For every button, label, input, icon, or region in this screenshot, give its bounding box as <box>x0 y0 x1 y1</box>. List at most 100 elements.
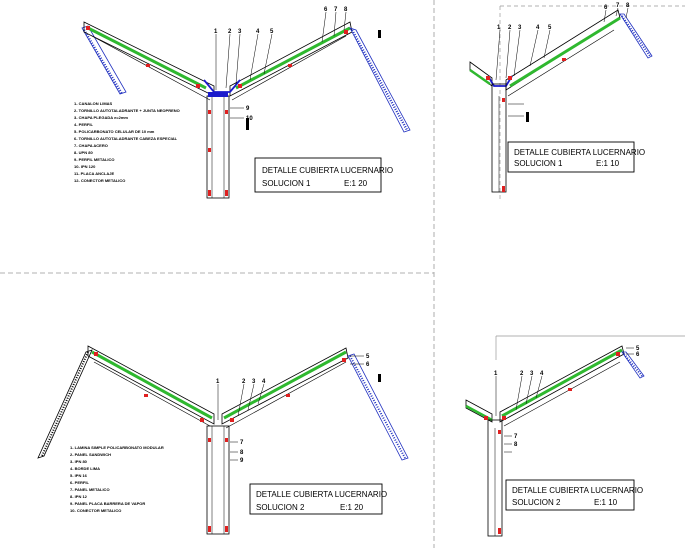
connectors-p3 <box>94 352 346 532</box>
callout-number: 2 <box>242 379 246 385</box>
callout-number: 3 <box>518 25 522 31</box>
rafter-left-inner <box>93 361 211 427</box>
green-panel-left <box>469 68 491 86</box>
legend-item: 8- UPN 80 <box>74 150 93 155</box>
callouts-p1 <box>215 11 347 119</box>
title-line2: SOLUCION 2 <box>256 503 305 512</box>
skylight-left-glazing <box>37 349 93 459</box>
callout-number: 9 <box>246 106 250 112</box>
skylight-left-hatch <box>82 29 124 95</box>
rafter-right-inner <box>507 29 615 97</box>
title-box-p4 <box>505 479 635 511</box>
callout-number: 7 <box>514 434 518 440</box>
section-marker-p3 <box>378 374 381 382</box>
callout-number: 2 <box>508 25 512 31</box>
title-box-p1 <box>254 157 382 193</box>
green-panel-right <box>501 348 623 418</box>
detail-solution-2-scale-20: 1 2 3 4 5 6 7 8 9 1- LAMINA SIMPLE POLIC… <box>37 345 409 535</box>
legend-p3: 1- LAMINA SIMPLE POLICARBONATO MODULAR 2… <box>70 445 164 513</box>
callout-number: 1 <box>494 371 498 377</box>
section-marker-p1b <box>246 118 249 130</box>
title-line1: DETALLE CUBIERTA LUCERNARIO <box>514 148 645 157</box>
callout-number: 2 <box>228 29 232 35</box>
callout-number: 3 <box>530 371 534 377</box>
title-line1: DETALLE CUBIERTA LUCERNARIO <box>512 486 643 495</box>
rafter-left <box>465 399 493 423</box>
callout-number: 8 <box>344 7 348 13</box>
green-panel-left <box>87 26 207 90</box>
legend-item: 9- PERFIL METALICO <box>74 157 115 162</box>
callout-number: 1 <box>497 25 501 31</box>
callouts-p3 <box>217 355 364 461</box>
rafter-right-inner <box>231 35 347 101</box>
connectors-p1 <box>86 26 348 196</box>
section-marker-p1 <box>378 30 381 38</box>
skylight-right-hatch <box>350 29 409 131</box>
green-panel-right <box>223 350 347 420</box>
section-marker-p2 <box>526 112 529 122</box>
legend-item: 9- PANEL PLACA BARRERA DE VAPOR <box>70 501 145 506</box>
rafter-left <box>87 345 215 425</box>
legend-item: 7- CHAPA ACERO <box>74 143 108 148</box>
legend-item: 3- IPN 80 <box>70 459 88 464</box>
skylight-right-glazing <box>621 351 645 379</box>
detail-solution-2-scale-10: 1 2 3 4 5 6 7 8 DETALLE CUBIERTA LUCERNA… <box>465 345 645 537</box>
skylight-right-glazing <box>347 353 409 461</box>
scale-label: E:1 20 <box>340 503 364 512</box>
title-box-p2 <box>507 141 635 173</box>
callout-number: 7 <box>240 440 244 446</box>
callout-number: 2 <box>520 371 524 377</box>
title-line2: SOLUCION 2 <box>512 498 561 507</box>
scale-label: E:1 20 <box>344 179 368 188</box>
legend-item: 12- CONECTOR METALICO <box>74 178 125 183</box>
callout-number: 8 <box>626 3 630 9</box>
legend-item: 6- TORNILLO AUTOTALADRANTE CABEZA ESPECI… <box>74 136 178 141</box>
callout-number: 6 <box>604 5 608 11</box>
rafter-left-inner <box>91 35 211 101</box>
callout-number: 3 <box>252 379 256 385</box>
callout-number: 5 <box>270 29 274 35</box>
detail-solution-1-scale-10: 1 2 3 4 5 6 7 8 DETALLE CUBIERTA LUCERNA… <box>469 3 653 193</box>
rafter-right <box>221 347 349 425</box>
callout-number: 7 <box>334 7 338 13</box>
legend-item: 8- IPN 12 <box>70 494 88 499</box>
legend-item: 1- CANALON LIMAS <box>74 101 113 106</box>
connectors-p4 <box>484 352 620 534</box>
callout-number: 6 <box>636 352 640 358</box>
legend-item: 1- LAMINA SIMPLE POLICARBONATO MODULAR <box>70 445 164 450</box>
callout-number: 10 <box>246 116 253 122</box>
legend-item: 11- PLACA ANCLAJE <box>74 171 114 176</box>
legend-item: 3- CHAPA PLEGADA e=2mm <box>74 115 128 120</box>
scale-label: E:1 10 <box>596 159 620 168</box>
green-panel-left <box>91 350 213 420</box>
legend-item: 10- IPN 120 <box>74 164 96 169</box>
callout-number: 5 <box>636 346 640 352</box>
callout-number: 4 <box>540 371 544 377</box>
green-panel-right <box>509 16 621 88</box>
callouts-p2 <box>495 7 629 117</box>
skylight-right-glazing <box>619 13 653 59</box>
skylight-left-hatch <box>41 351 89 457</box>
title-line2: SOLUCION 1 <box>514 159 563 168</box>
callout-number: 1 <box>214 29 218 35</box>
callout-number: 5 <box>548 25 552 31</box>
legend-item: 4- BORDE LIMA <box>70 466 100 471</box>
title-line1: DETALLE CUBIERTA LUCERNARIO <box>256 490 387 499</box>
legend-item: 5- IPN 16 <box>70 473 88 478</box>
column-cap <box>208 92 228 97</box>
connectors-p2 <box>486 58 566 192</box>
legend-item: 5- POLICARBONATO CELULAR DE 10 mm <box>74 129 155 134</box>
callout-number: 6 <box>366 362 370 368</box>
callout-number: 1 <box>216 379 220 385</box>
callout-number: 5 <box>366 354 370 360</box>
callout-number: 8 <box>514 442 518 448</box>
callout-number: 4 <box>536 25 540 31</box>
skylight-right-hatch <box>349 355 406 459</box>
callout-number: 8 <box>240 450 244 456</box>
green-panel-left <box>465 404 493 422</box>
callout-number: 9 <box>240 458 244 464</box>
callouts-p4 <box>495 347 634 453</box>
callout-number: 4 <box>262 379 266 385</box>
legend-item: 4- PERFIL <box>74 122 93 127</box>
skylight-right-glazing <box>349 27 411 133</box>
